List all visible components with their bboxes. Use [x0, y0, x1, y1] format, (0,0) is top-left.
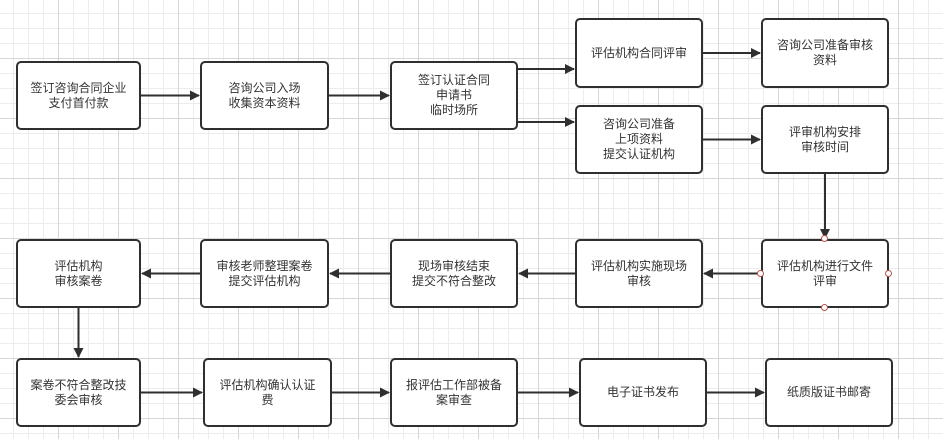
node-contract-review[interactable]: 评估机构合同评审 — [575, 18, 703, 88]
node-sign-consulting-contract[interactable]: 签订咨询合同企业 支付首付款 — [16, 61, 141, 130]
selection-handle-top[interactable] — [821, 235, 828, 242]
node-confirm-fee[interactable]: 评估机构确认认证 费 — [203, 358, 332, 427]
node-onsite-audit[interactable]: 评估机构实施现场 审核 — [575, 239, 703, 308]
node-sign-certification-contract[interactable]: 签订认证合同 申请书 临时场所 — [390, 61, 518, 130]
node-review-dossier[interactable]: 评估机构 审核案卷 — [16, 239, 141, 308]
node-prepare-audit-materials[interactable]: 咨询公司准备审核 资料 — [761, 18, 889, 88]
node-filing-review[interactable]: 报评估工作部被备 案审查 — [390, 358, 518, 427]
node-committee-review[interactable]: 案卷不符合整改技 委会审核 — [16, 358, 141, 427]
node-organize-dossier[interactable]: 审核老师整理案卷 提交评估机构 — [200, 239, 329, 308]
selection-handle-right[interactable] — [885, 270, 892, 277]
node-paper-certificate[interactable]: 纸质版证书邮寄 — [765, 358, 893, 427]
node-audit-end[interactable]: 现场审核结束 提交不符合整改 — [390, 239, 518, 308]
selection-handle-bottom[interactable] — [821, 304, 828, 311]
selection-handle-left[interactable] — [757, 270, 764, 277]
node-submit-materials[interactable]: 咨询公司准备 上项资料 提交认证机构 — [575, 105, 703, 174]
node-document-review[interactable]: 评估机构进行文件 评审 — [761, 239, 889, 308]
node-e-certificate[interactable]: 电子证书发布 — [579, 358, 707, 427]
node-consultant-collect-materials[interactable]: 咨询公司入场 收集资本资料 — [200, 61, 329, 130]
node-schedule-audit[interactable]: 评审机构安排 审核时间 — [761, 105, 889, 174]
